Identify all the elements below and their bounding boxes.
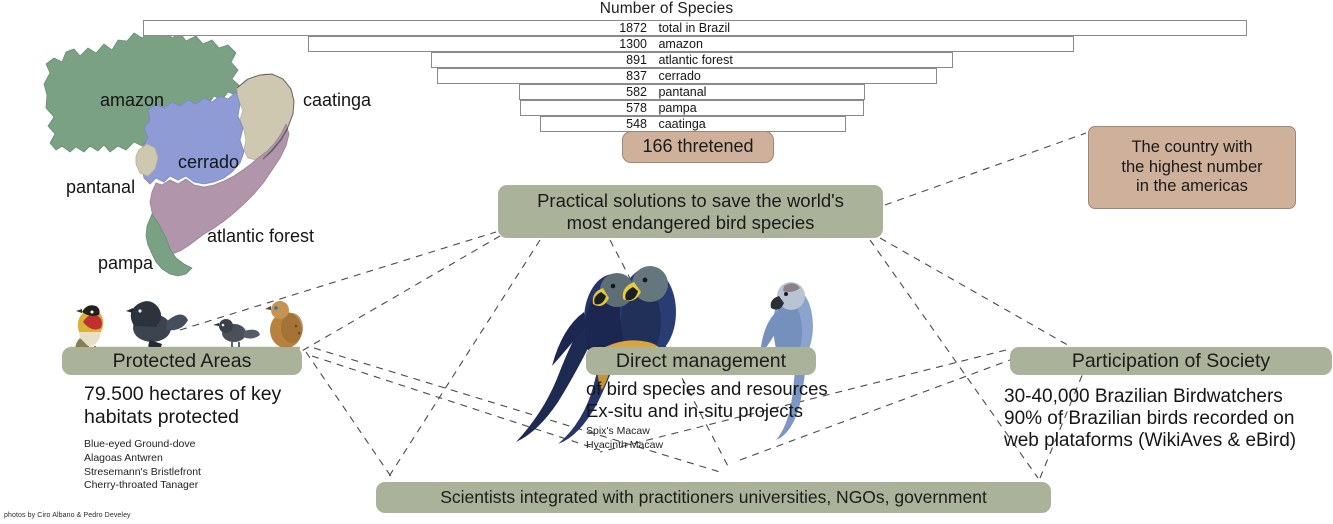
species-item: Hyacinth Macaw (586, 439, 664, 452)
society-headline-3: web plataforms (WikiAves & eBird) (1004, 430, 1297, 452)
callout-line-1: The country with (1131, 138, 1253, 157)
protected-areas-body: 79.500 hectares of key habitats protecte… (84, 383, 384, 493)
bar-name-pantanal: pantanal (658, 85, 707, 99)
participation-society-body: 30-40,000 Brazilian Birdwatchers 90% of … (1004, 386, 1333, 453)
bar-cerrado (437, 68, 937, 84)
map-label-atlantic-forest: atlantic forest (207, 226, 315, 246)
callout-line-3: in the americas (1136, 177, 1248, 196)
bar-value-atlantic-forest: 891 (626, 53, 647, 67)
bar-pampa (520, 100, 864, 116)
line-hub-to-callout (884, 132, 1087, 206)
protected-headline-2: habitats protected (84, 405, 240, 428)
bar-amazon (308, 36, 1074, 52)
bar-value-amazon: 1300 (619, 37, 647, 51)
direct-headline-2: Ex-situ and in-situ projects (586, 399, 803, 421)
callout-line-2: the highest number (1121, 157, 1263, 176)
line-hub-to-protected (299, 235, 501, 353)
bar-name-caatinga: caatinga (658, 117, 706, 131)
bar-value-cerrado: 837 (626, 69, 647, 83)
bird-cherry-throated-tanager (75, 305, 104, 352)
bar-total (143, 20, 1247, 36)
bar-pantanal (519, 84, 865, 100)
species-item: Blue-eyed Ground-dove (84, 437, 196, 450)
bar-atlantic-forest (431, 52, 953, 68)
map-label-pantanal: pantanal (66, 177, 136, 197)
direct-management-body: of bird species and resources Ex-situ an… (586, 378, 916, 453)
photo-credit: photos by Ciro Albano & Pedro Develey (4, 512, 131, 519)
map-label-cerrado: cerrado (178, 152, 240, 172)
protected-species-list: Blue-eyed Ground-dove Alagoas Antwren St… (84, 438, 384, 494)
bar-label-atlantic-forest: 891 atlantic forest (605, 52, 733, 68)
bar-name-total: total in Brazil (658, 21, 731, 35)
hub-line-2: most endangered bird species (566, 211, 815, 233)
species-funnel-chart: Number of Species 1872 total in Brazil 1… (0, 0, 1333, 140)
pillar-title-direct-management: Direct management (586, 347, 816, 375)
protected-headline-1: 79.500 hectares of key (84, 383, 282, 405)
bar-label-total: 1872 total in Brazil (605, 20, 730, 36)
central-hub-box: Practical solutions to save the world's … (498, 185, 883, 238)
species-item: Spix's Macaw (586, 425, 650, 438)
society-headline-2: 90% of Brazilian birds recorded on (1004, 408, 1295, 430)
bar-name-atlantic-forest: atlantic forest (658, 53, 733, 67)
biome-pantanal (135, 143, 159, 177)
threatened-count-badge: 166 thretened (622, 131, 774, 163)
line-hub-down-left (387, 239, 541, 479)
species-item: Stresemann's Bristlefront (84, 465, 201, 478)
bar-value-total: 1872 (619, 21, 647, 35)
bar-name-pampa: pampa (658, 101, 697, 115)
map-label-amazon: amazon (100, 90, 165, 110)
bar-label-pampa: 578 pampa (605, 100, 697, 116)
pillar-title-participation-of-society: Participation of Society (1010, 347, 1332, 375)
map-label-caatinga: caatinga (303, 90, 372, 110)
pillar-title-scientists: Scientists integrated with practitioners… (376, 482, 1051, 513)
pillar-title-protected-areas: Protected Areas (62, 347, 302, 375)
bar-label-pantanal: 582 pantanal (605, 84, 706, 100)
society-headline-1: 30-40,000 Brazilian Birdwatchers (1004, 386, 1283, 407)
species-item: Alagoas Antwren (84, 451, 163, 464)
species-item: Cherry-throated Tanager (84, 479, 199, 492)
bar-name-cerrado: cerrado (658, 69, 701, 83)
bar-value-caatinga: 548 (626, 117, 647, 131)
bar-label-caatinga: 548 caatinga (605, 116, 706, 132)
direct-headline-1: of bird species and resources (586, 378, 828, 399)
bar-label-amazon: 1300 amazon (605, 36, 703, 52)
bird-alagoas-antwren (213, 319, 260, 348)
chart-title: Number of Species (599, 0, 734, 17)
bar-name-amazon: amazon (658, 37, 703, 51)
hub-line-1: Practical solutions to save the world's (537, 189, 844, 211)
highest-number-callout: The country with the highest number in t… (1088, 126, 1296, 209)
map-label-pampa: pampa (98, 253, 154, 273)
line-hub-to-society (879, 237, 1081, 353)
bar-label-cerrado: 837 cerrado (605, 68, 701, 84)
bar-value-pampa: 578 (626, 101, 647, 115)
direct-species-list: Spix's Macaw Hyacinth Macaw (586, 425, 916, 453)
bar-value-pantanal: 582 (626, 85, 647, 99)
